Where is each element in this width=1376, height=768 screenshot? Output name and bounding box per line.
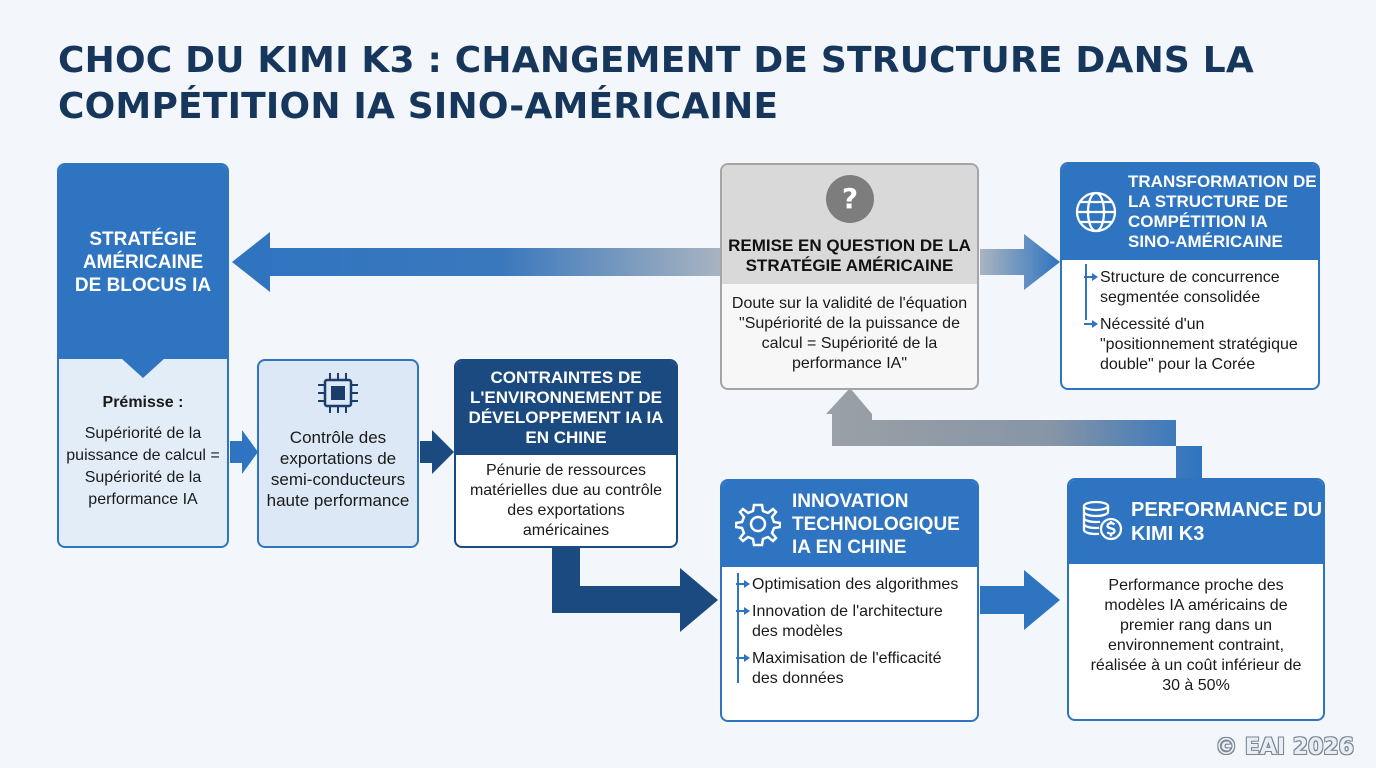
us-strategy-box: STRATÉGIE AMÉRICAINE DE BLOCUS IA Prémis… bbox=[57, 163, 229, 548]
transformation-list: Structure de concurrence segmentée conso… bbox=[1070, 268, 1314, 382]
questioning-text: Doute sur la validité de l'équation "Sup… bbox=[731, 295, 968, 372]
arrow-strategy-to-export bbox=[230, 430, 258, 474]
constraints-text: Pénurie de ressources matérielles due au… bbox=[469, 462, 663, 539]
performance-title: PERFORMANCE DU KIMI K3 bbox=[1131, 499, 1323, 545]
premise-label: Prémisse : bbox=[102, 394, 184, 411]
arrow-innovation-to-performance bbox=[980, 570, 1060, 630]
page-title: CHOC DU KIMI K3 : CHANGEMENT DE STRUCTUR… bbox=[58, 38, 1348, 130]
export-control-text: Contrôle des exportations de semi-conduc… bbox=[266, 428, 410, 510]
arrow-constraints-to-innovation bbox=[552, 548, 718, 632]
list-item: Structure de concurrence segmentée conso… bbox=[1070, 268, 1310, 308]
performance-box: PERFORMANCE DU KIMI K3 Performance proch… bbox=[1067, 478, 1325, 721]
coins-dollar-icon bbox=[1082, 500, 1123, 541]
transformation-box: TRANSFORMATION DE LA STRUCTURE DE COMPÉT… bbox=[1060, 162, 1320, 390]
title-line-1: CHOC DU KIMI K3 : CHANGEMENT DE STRUCTUR… bbox=[58, 40, 1254, 81]
list-item: Innovation de l'architecture des modèles bbox=[722, 602, 971, 642]
us-strategy-notch bbox=[121, 358, 165, 378]
svg-text:?: ? bbox=[842, 182, 858, 215]
globe-icon bbox=[1075, 191, 1117, 233]
constraints-box: CONTRAINTES DE L'ENVIRONNEMENT DE DÉVELO… bbox=[454, 359, 678, 548]
premise-text: Supériorité de la puissance de calcul = … bbox=[66, 425, 220, 508]
title-line-2: COMPÉTITION IA SINO-AMÉRICAINE bbox=[58, 86, 779, 127]
questioning-title: REMISE EN QUESTION DE LA STRATÉGIE AMÉRI… bbox=[728, 236, 971, 275]
performance-text: Performance proche des modèles IA améric… bbox=[1090, 577, 1302, 694]
transformation-list-line bbox=[1085, 264, 1087, 320]
copyright: © EAI 2026 bbox=[1215, 735, 1354, 760]
chip-icon bbox=[318, 373, 358, 413]
innovation-header: INNOVATION TECHNOLOGIQUE IA EN CHINE bbox=[722, 481, 977, 567]
us-strategy-header: STRATÉGIE AMÉRICAINE DE BLOCUS IA bbox=[59, 165, 227, 359]
arrow-performance-to-questioning bbox=[826, 388, 1202, 478]
transformation-title: TRANSFORMATION DE LA STRUCTURE DE COMPÉT… bbox=[1128, 172, 1317, 251]
innovation-box: INNOVATION TECHNOLOGIQUE IA EN CHINE Opt… bbox=[720, 479, 979, 722]
list-item: Maximisation de l'efficacité des données bbox=[722, 649, 971, 689]
arrow-questioning-to-transformation bbox=[980, 234, 1060, 290]
question-icon: ? bbox=[826, 175, 874, 223]
constraints-header: CONTRAINTES DE L'ENVIRONNEMENT DE DÉVELO… bbox=[456, 361, 676, 455]
constraints-title: CONTRAINTES DE L'ENVIRONNEMENT DE DÉVELO… bbox=[468, 368, 664, 447]
innovation-title: INNOVATION TECHNOLOGIQUE IA EN CHINE bbox=[792, 490, 960, 558]
list-item: Optimisation des algorithmes bbox=[722, 575, 971, 595]
us-strategy-title: STRATÉGIE AMÉRICAINE DE BLOCUS IA bbox=[74, 228, 212, 296]
arrow-export-to-constraints bbox=[420, 430, 454, 474]
gear-icon bbox=[735, 503, 781, 547]
export-control-box: Contrôle des exportations de semi-conduc… bbox=[257, 359, 419, 548]
innovation-list: Optimisation des algorithmes Innovation … bbox=[722, 575, 977, 696]
arrow-questioning-to-strategy bbox=[232, 232, 722, 292]
innovation-list-line bbox=[737, 573, 739, 683]
list-item: Nécessité d'un "positionnement stratégiq… bbox=[1070, 315, 1310, 375]
questioning-box: ? REMISE EN QUESTION DE LA STRATÉGIE AMÉ… bbox=[720, 163, 979, 390]
